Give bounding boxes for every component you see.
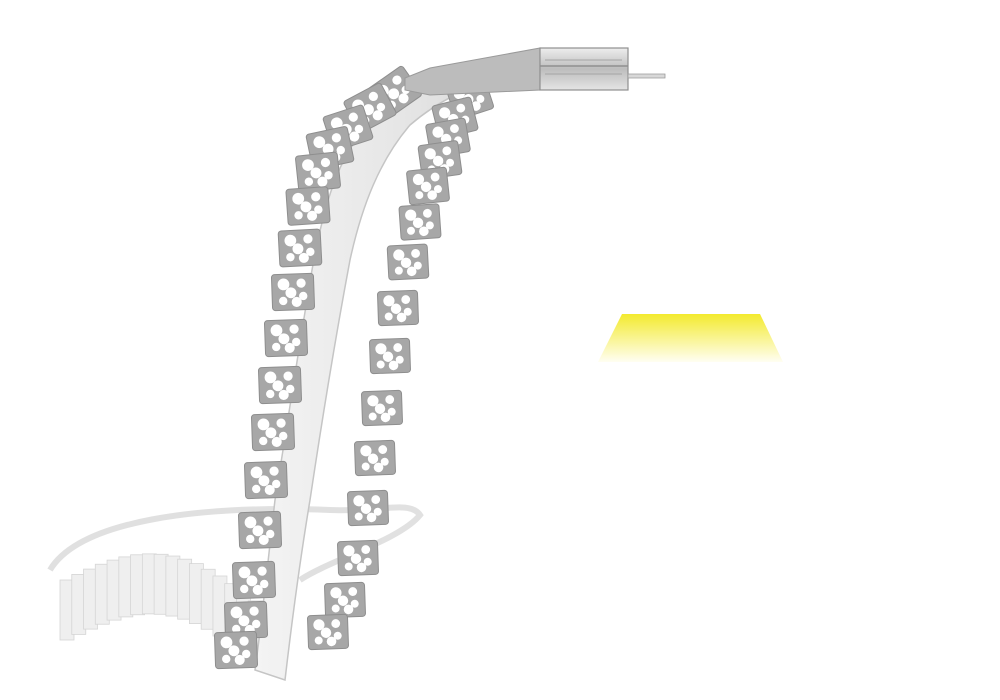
right-tab — [398, 203, 442, 241]
left-tab — [277, 228, 323, 268]
left-tab — [270, 272, 316, 312]
coil-section — [47, 504, 424, 671]
right-tabs — [307, 75, 494, 651]
right-tab — [354, 439, 396, 477]
right-tab — [361, 389, 403, 427]
right-tab — [377, 289, 419, 327]
right-tab — [347, 489, 389, 527]
light-beam — [598, 314, 783, 362]
left-tab — [231, 560, 277, 600]
left-tab — [237, 510, 283, 550]
left-tab — [223, 600, 269, 640]
left-tabs — [213, 65, 422, 670]
right-tab — [307, 613, 349, 651]
right-tab — [386, 243, 430, 281]
left-tab — [213, 630, 259, 670]
left-tab — [257, 365, 303, 405]
left-tab — [263, 318, 309, 358]
right-tab — [324, 581, 366, 619]
left-tab — [243, 460, 289, 500]
right-tab — [406, 166, 450, 206]
left-tab — [250, 412, 296, 452]
end-cap — [404, 47, 666, 96]
right-tab — [369, 337, 411, 375]
right-tab — [337, 539, 379, 577]
left-tab — [295, 151, 341, 193]
left-tab — [285, 186, 331, 226]
